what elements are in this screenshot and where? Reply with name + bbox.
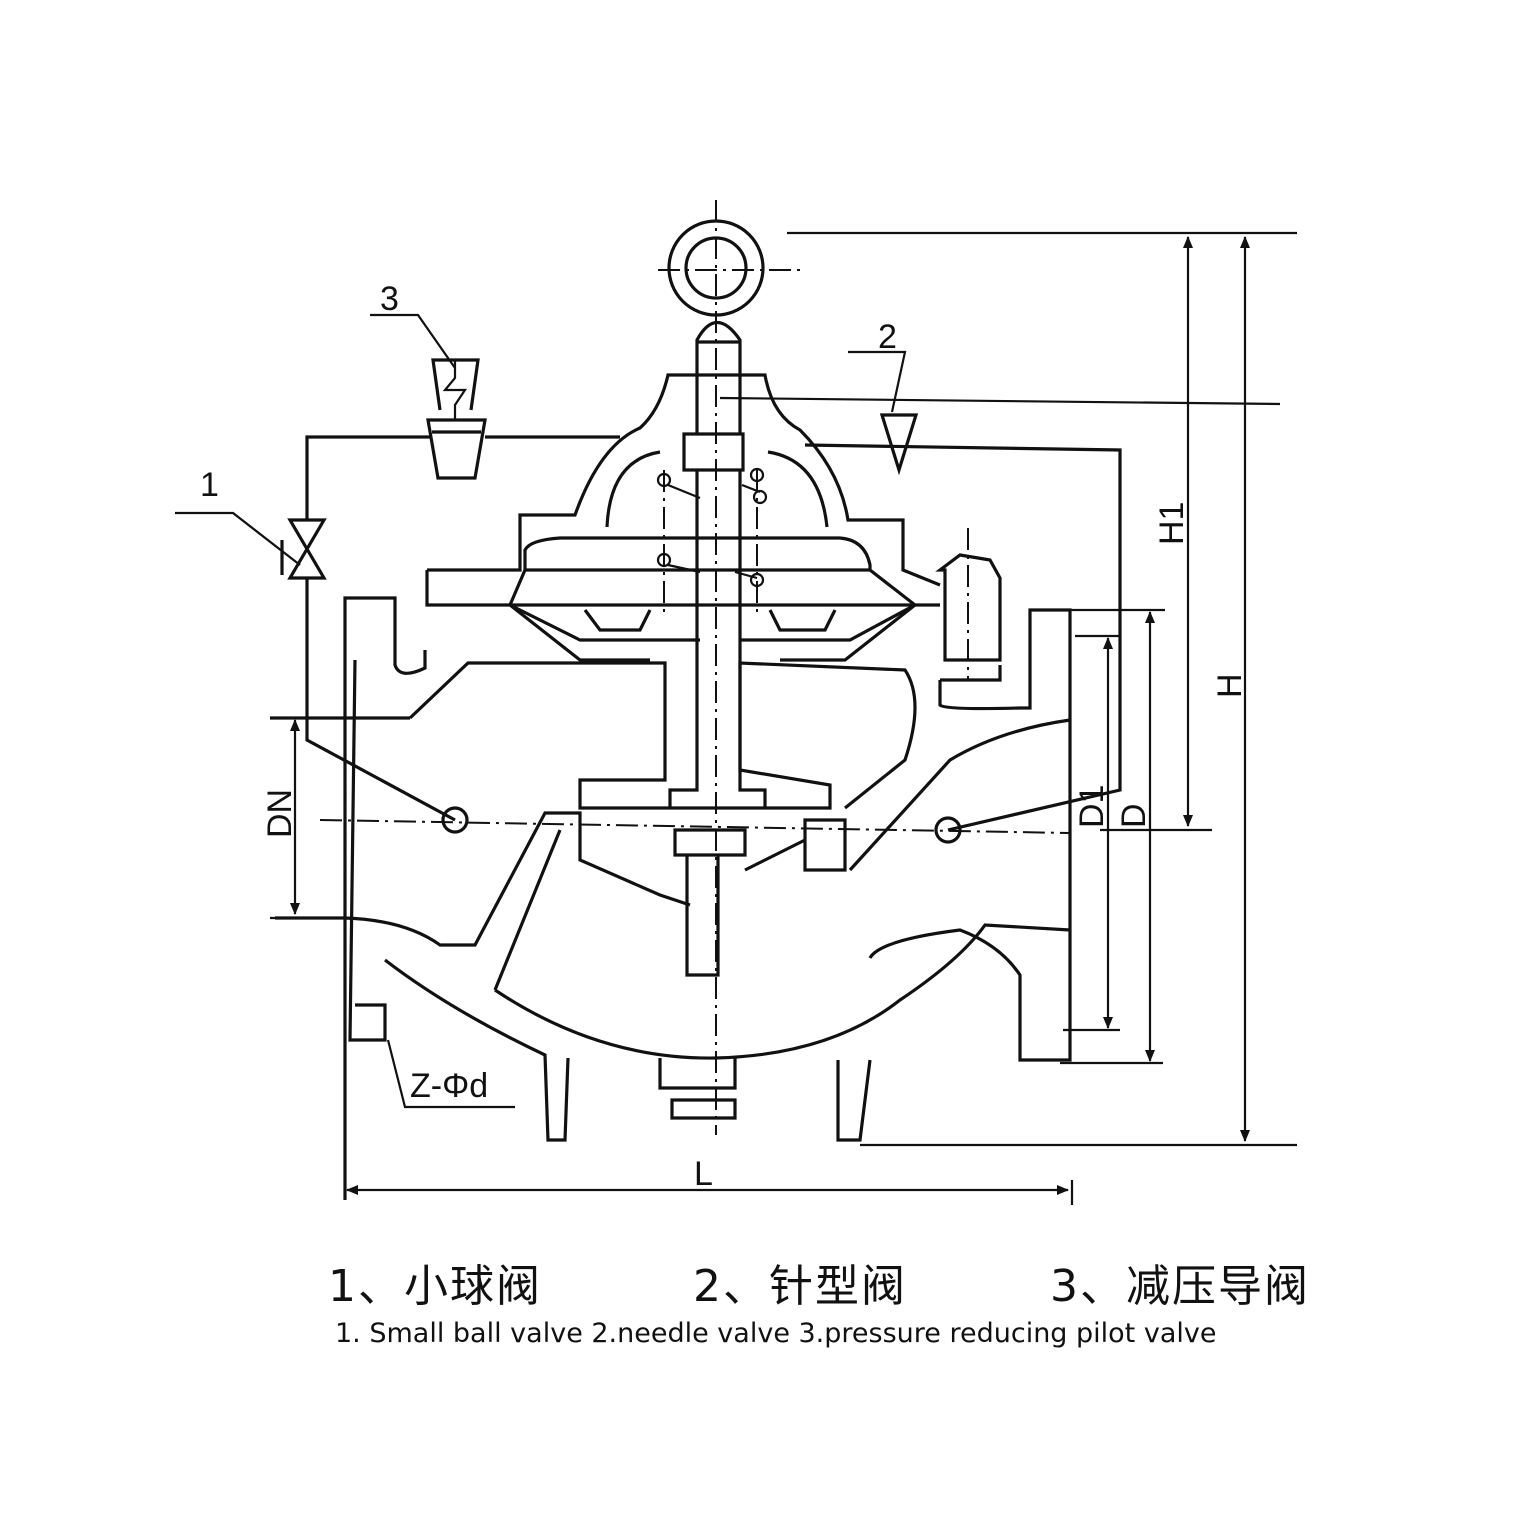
eye-bolt <box>667 219 765 377</box>
callout-3: 3 <box>380 280 399 318</box>
legend-en: 1. Small ball valve 2.needle valve 3.pre… <box>335 1318 1217 1349</box>
dim-D: D <box>1115 803 1153 828</box>
bolt-label: Z-Φd <box>410 1067 488 1105</box>
legend-cn-2: 2、针型阀 <box>693 1261 907 1312</box>
callout-1: 1 <box>200 466 219 504</box>
dimension-lines <box>270 231 1297 1205</box>
ball-valve-symbol <box>280 518 327 580</box>
callout-2: 2 <box>878 318 897 356</box>
dim-L: L <box>694 1155 713 1193</box>
dim-H1: H1 <box>1153 502 1191 545</box>
diaphragm-assembly <box>507 536 940 662</box>
dim-D1: D1 <box>1073 785 1111 828</box>
center-lines <box>319 200 1071 1135</box>
dim-DN: DN <box>261 789 299 838</box>
legend-cn-3: 3、减压导阀 <box>1050 1261 1310 1312</box>
stem <box>668 470 767 977</box>
legend-cn-1: 1、小球阀 <box>328 1261 542 1312</box>
callout-leaders <box>175 313 907 1109</box>
needle-valve-symbol <box>879 413 919 476</box>
dim-H: H <box>1211 673 1249 698</box>
valve-body <box>270 553 1072 1200</box>
bonnet <box>425 373 941 607</box>
pilot-valve-symbol <box>426 358 487 480</box>
pilot-piping <box>305 435 1122 832</box>
